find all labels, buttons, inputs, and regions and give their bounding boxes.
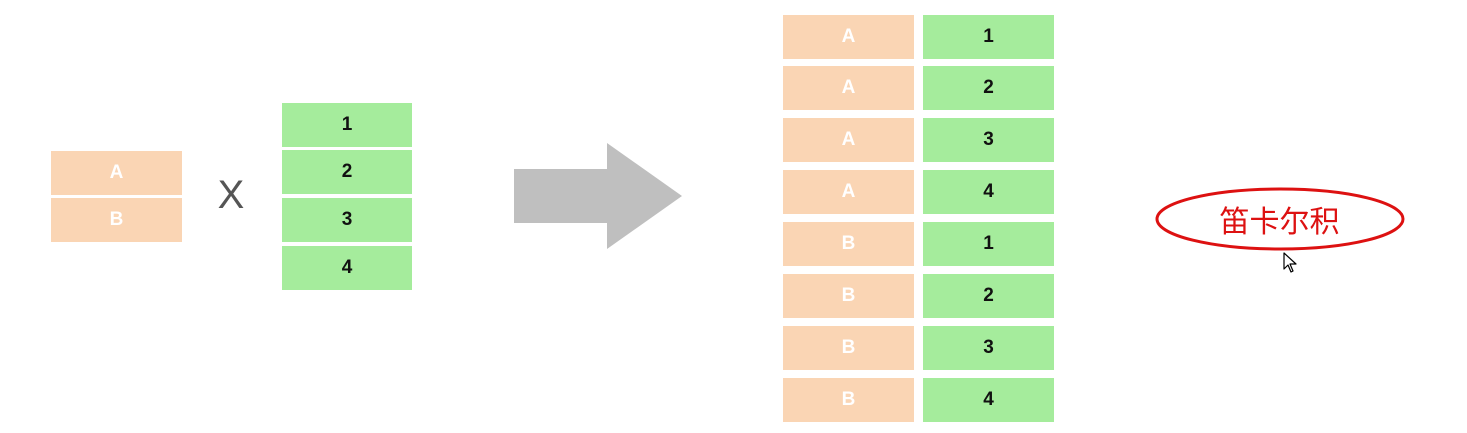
- result-letter-cell: B: [783, 274, 914, 318]
- result-number-cell: 1: [923, 15, 1054, 59]
- result-number-cell: 1: [923, 222, 1054, 266]
- result-letter-cell: A: [783, 118, 914, 162]
- result-letter-cell: A: [783, 15, 914, 59]
- result-number-cell: 2: [923, 66, 1054, 110]
- left-operand-cell: B: [51, 198, 182, 242]
- result-number-cell: 4: [923, 170, 1054, 214]
- result-number-cell: 3: [923, 326, 1054, 370]
- right-operand-cell: 1: [282, 103, 412, 147]
- result-number-cell: 3: [923, 118, 1054, 162]
- callout-ellipse: [1155, 187, 1405, 251]
- right-arrow-icon: [514, 143, 682, 249]
- result-letter-cell: B: [783, 378, 914, 422]
- result-letter-cell: A: [783, 66, 914, 110]
- right-operand-cell: 4: [282, 246, 412, 290]
- left-operand-cell: A: [51, 151, 182, 195]
- result-number-cell: 2: [923, 274, 1054, 318]
- callout-label: 笛卡尔积: [1219, 204, 1340, 240]
- mouse-cursor-icon: [1283, 252, 1297, 273]
- cross-operator: X: [217, 172, 245, 217]
- right-operand-cell: 3: [282, 198, 412, 242]
- result-letter-cell: A: [783, 170, 914, 214]
- result-letter-cell: B: [783, 222, 914, 266]
- result-number-cell: 4: [923, 378, 1054, 422]
- result-letter-cell: B: [783, 326, 914, 370]
- right-operand-cell: 2: [282, 150, 412, 194]
